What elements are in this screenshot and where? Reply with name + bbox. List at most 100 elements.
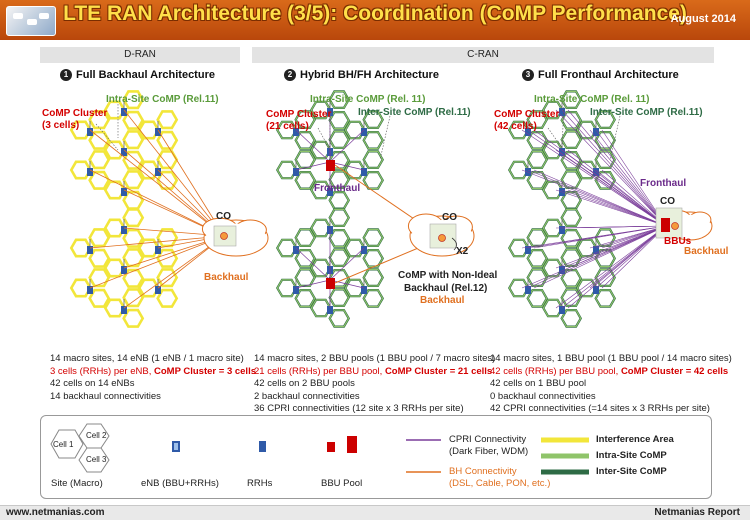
cpri-link	[295, 247, 331, 281]
hex-cell-intra	[527, 110, 548, 129]
footer-bar: www.netmanias.com Netmanias Report	[0, 505, 750, 520]
legend-bh-2: (DSL, Cable, PON, etc.)	[449, 478, 551, 489]
legend-cell3: Cell 3	[86, 455, 107, 464]
header-bar: LTE RAN Architecture (3/5): Coordination…	[0, 0, 750, 40]
hex-cell-intra	[527, 131, 548, 150]
cpri-link	[567, 189, 667, 227]
hex-cell	[122, 268, 145, 288]
stats-column-3: 14 macro sites, 1 BBU pool (1 BBU pool /…	[490, 353, 732, 415]
rrh-icon	[121, 306, 127, 314]
legend-cpri-2: (Dark Fiber, WDM)	[449, 446, 529, 457]
hex-cell-intra	[561, 90, 582, 109]
cpri-link	[595, 169, 667, 227]
hex-cell	[88, 288, 111, 308]
rrh-icon	[593, 128, 599, 136]
cpri-link	[555, 225, 667, 309]
rrh-icon	[87, 286, 93, 294]
cpri-link	[295, 161, 331, 171]
cpri-link	[567, 109, 667, 227]
hex-cell-intra	[527, 171, 548, 190]
rrh-icon	[559, 306, 565, 314]
hex-cell-intra	[542, 219, 563, 237]
hex-cell-intra	[508, 239, 529, 257]
hex-cell	[156, 130, 179, 150]
backhaul-label-3: Backhaul	[684, 246, 729, 257]
hex-cell-intra	[295, 249, 316, 268]
cpri-link	[533, 169, 667, 227]
bbu-pool-icon	[327, 436, 357, 453]
comp-cluster-label-3: CoMP Cluster	[494, 109, 560, 120]
hex-cell	[122, 208, 145, 228]
rrh-icon	[293, 168, 299, 176]
hex-cell	[122, 130, 145, 150]
backhaul-link	[123, 235, 225, 309]
cpri-link	[521, 225, 667, 289]
rrh-icon	[121, 226, 127, 234]
hex-cell-intra	[561, 269, 582, 288]
hex-cell-intra	[561, 288, 582, 307]
hex-cell-intra	[363, 249, 384, 268]
cpri-link	[561, 225, 667, 269]
hex-cell-intra	[344, 161, 365, 179]
hex-cell-intra	[344, 121, 365, 139]
cpri-link	[595, 129, 667, 227]
hex-cell-intra	[561, 229, 582, 248]
hex-cell	[137, 160, 160, 180]
co-cloud-2	[407, 213, 475, 257]
nonideal-backhaul-label-2: Backhaul (Rel.12)	[404, 283, 488, 294]
hex-cell	[156, 110, 179, 130]
hex-cell-intra	[295, 171, 316, 190]
inter-site-comp-label-3: Inter-Site CoMP (Rel.11)	[590, 107, 703, 118]
section-header-cran: C-RAN	[252, 47, 714, 63]
hex-cell	[103, 298, 126, 318]
hex-cell-intra	[595, 110, 616, 129]
hex-cell-intra	[561, 208, 582, 227]
hex-cell-intra	[527, 150, 548, 169]
hex-cell-intra	[363, 268, 384, 287]
hex-cell	[88, 268, 111, 288]
hex-cell	[122, 248, 145, 268]
cpri-link	[555, 189, 667, 227]
legend-cpri-1: CPRI Connectivity	[449, 434, 527, 445]
hex-cell-intra	[576, 161, 597, 179]
hex-cell-intra	[542, 259, 563, 277]
cpri-link	[527, 225, 667, 289]
hex-cell-intra	[295, 289, 316, 308]
legend-box: Cell 1 Cell 2 Cell 3 Site (Macro) eNB (B…	[40, 415, 712, 499]
footer-report: Netmanias Report	[654, 507, 740, 518]
co-label-3: CO	[660, 196, 675, 207]
co-label-2: CO	[442, 212, 457, 223]
hex-cell	[103, 180, 126, 200]
rrh-icon	[559, 108, 565, 116]
legend-enb: eNB (BBU+RRHs)	[141, 478, 219, 489]
hex-cell-intra	[363, 228, 384, 247]
bbu-pool-icon	[326, 160, 335, 171]
hex-cell-intra	[295, 268, 316, 287]
cpri-link	[561, 109, 667, 227]
inter-site-comp-label-2: Inter-Site CoMP (Rel.11)	[358, 107, 471, 118]
rrh-icon	[525, 246, 531, 254]
rrh-icon	[293, 286, 299, 294]
backhaul-link	[89, 235, 225, 289]
rrh-icon	[155, 128, 161, 136]
router-icon	[438, 234, 446, 242]
hex-cell-intra	[295, 228, 316, 247]
cpri-link	[329, 247, 365, 281]
hex-cell-intra	[508, 161, 529, 179]
hex-cell-intra	[542, 141, 563, 159]
comp-cluster-label-1: CoMP Cluster	[42, 108, 108, 119]
legend-cell1: Cell 1	[53, 440, 74, 449]
legend-graphics	[50, 423, 589, 475]
rrh-icon	[121, 188, 127, 196]
rrh-icon	[327, 306, 333, 314]
hex-cell-intra	[595, 268, 616, 287]
fronthaul-label-2: Fronthaul	[314, 183, 361, 194]
hex-cell-intra	[561, 309, 582, 328]
hex-cell-intra	[363, 171, 384, 190]
router-icon	[220, 232, 228, 240]
rrh-icon	[593, 246, 599, 254]
legend-inter: Inter-Site CoMP	[596, 466, 667, 477]
